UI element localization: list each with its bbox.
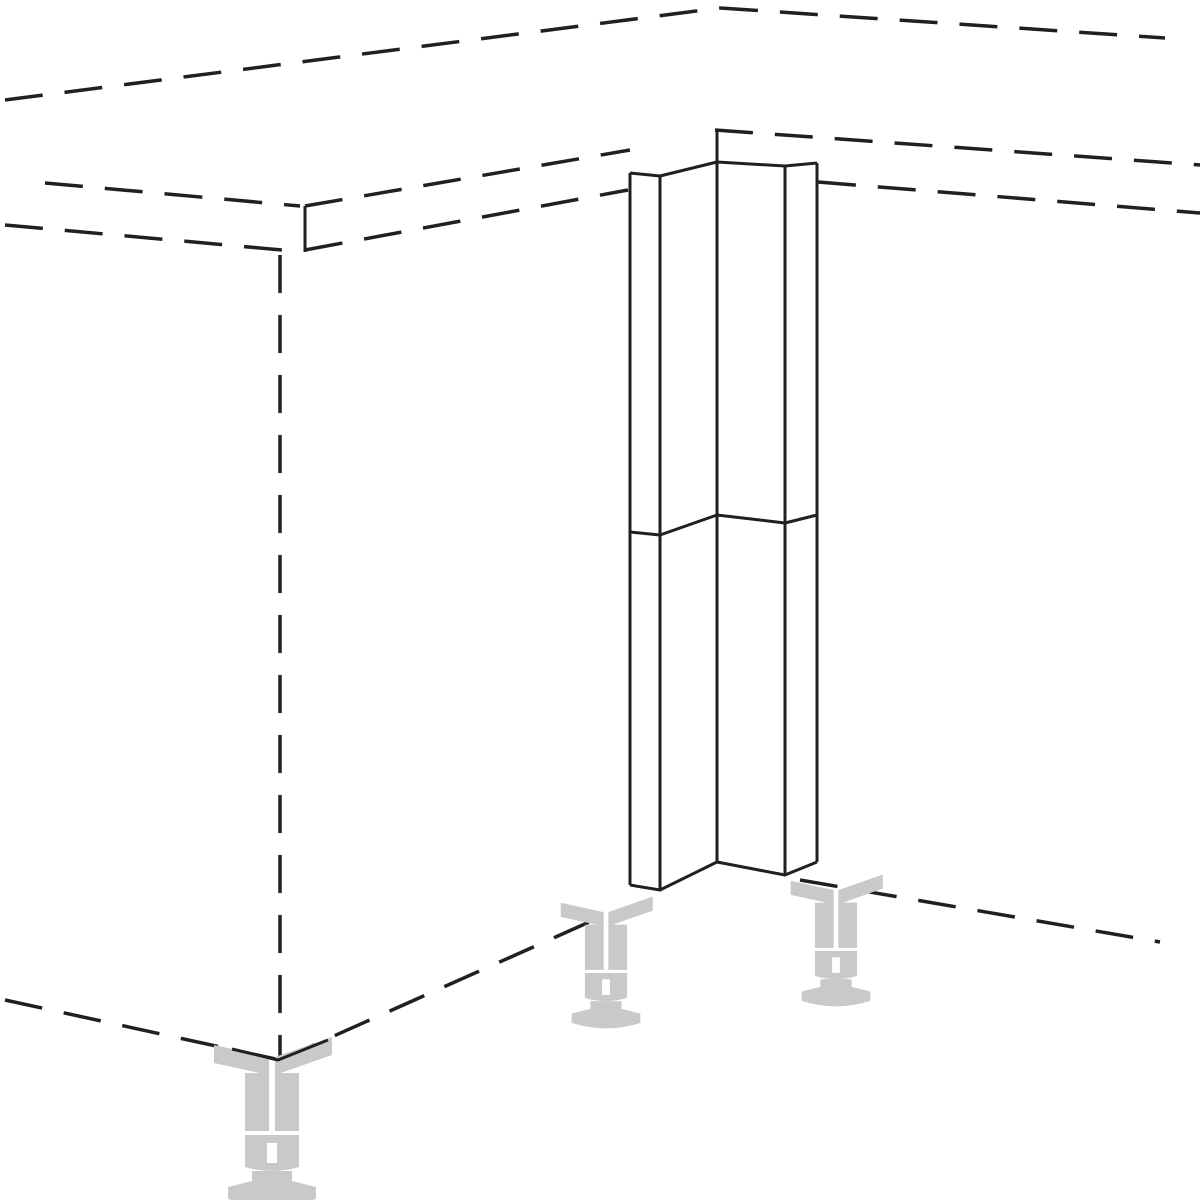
adjustable-legs [214,874,883,1200]
leg-corner-left [560,896,653,1029]
cabinet-outline [4,6,1200,1062]
leg-front-left [214,1037,332,1200]
leg-corner-right [790,874,883,1007]
leg-top-edges [231,1038,329,1062]
corner-post [628,130,819,892]
